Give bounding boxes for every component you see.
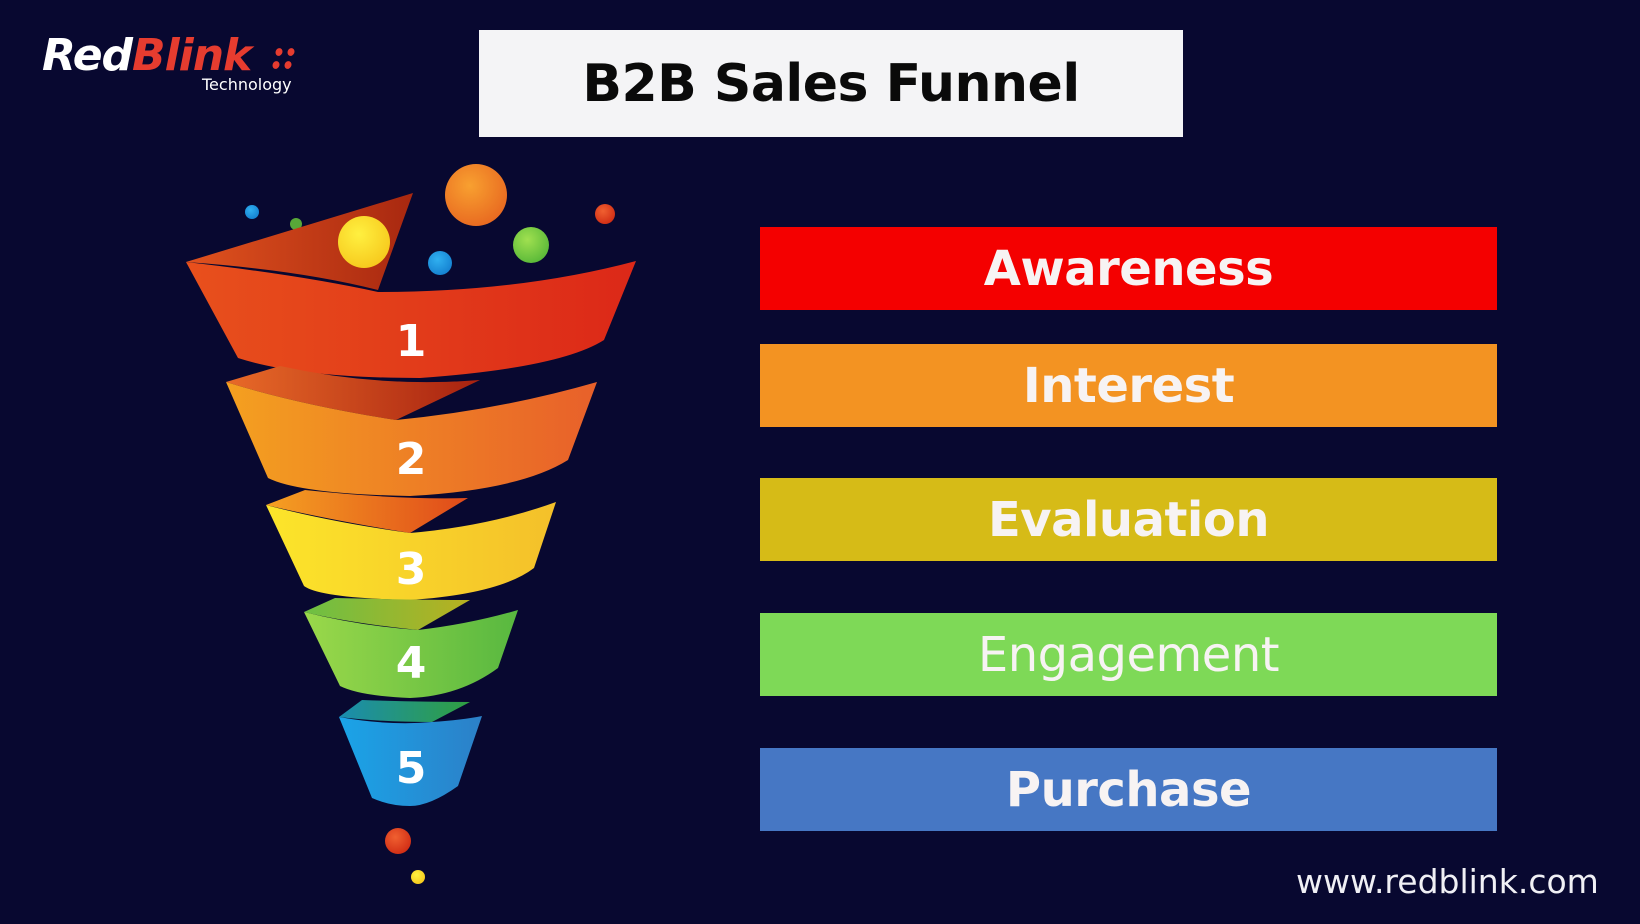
stage-label: Purchase (1005, 761, 1252, 818)
logo-wordmark: RedBlink (42, 30, 252, 82)
stage-purchase[interactable]: Purchase (760, 748, 1497, 831)
funnel-level-4-number: 4 (396, 638, 427, 689)
website-link[interactable]: www.redblink.com (1296, 862, 1599, 901)
stage-awareness[interactable]: Awareness (760, 227, 1497, 310)
funnel-level-2-number: 2 (396, 434, 427, 485)
stage-interest[interactable]: Interest (760, 344, 1497, 427)
stage-label: Evaluation (987, 491, 1270, 548)
stage-engagement[interactable]: Engagement (760, 613, 1497, 696)
company-logo: RedBlink Technology (42, 30, 312, 100)
funnel-level-1-number: 1 (396, 316, 427, 367)
title-banner: B2B Sales Funnel (479, 30, 1183, 137)
funnel-illustration: 1 2 3 4 5 (186, 164, 636, 884)
decorative-balls-bottom (385, 828, 425, 884)
logo-subtitle: Technology (202, 75, 292, 94)
decorative-balls-top (245, 164, 615, 230)
stage-evaluation[interactable]: Evaluation (760, 478, 1497, 561)
funnel-level-5-number: 5 (396, 743, 427, 794)
logo-word-blink: Blink (132, 30, 252, 81)
funnel-level-3-number: 3 (396, 544, 427, 595)
logo-dots-icon (272, 48, 295, 69)
page-title: B2B Sales Funnel (582, 53, 1080, 114)
logo-word-red: Red (42, 30, 133, 81)
stage-label: Engagement (977, 626, 1280, 683)
stage-label: Awareness (983, 240, 1274, 297)
stage-label: Interest (1022, 357, 1235, 414)
